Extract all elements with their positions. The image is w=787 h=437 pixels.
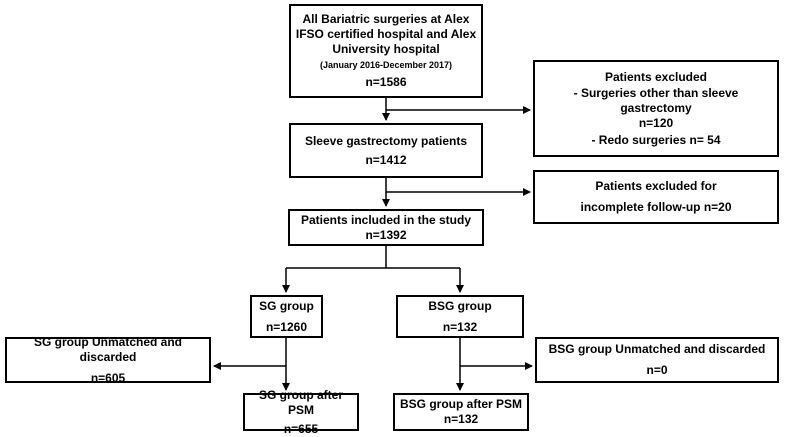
bsg-group-box: BSG group n=132 [396,295,524,338]
bsg-psm-count: n=132 [443,412,479,426]
sleeve-box: Sleeve gastrectomy patients n=1412 [289,123,483,178]
bsg-group-title: BSG group [428,298,492,313]
bsg-psm-box: BSG group after PSM n=132 [393,393,529,431]
sg-psm-count: n=655 [283,421,319,436]
sg-psm-title: SG group after PSM [258,387,343,417]
sg-group-count: n=1260 [265,319,308,334]
sg-unmatched-count: n=605 [90,370,126,385]
included-box: Patients included in the study n=1392 [288,209,484,246]
excluded-line-1: - Surgeries other than sleeve gastrectom… [573,86,739,115]
excluded-box: Patients excluded - Surgeries other than… [533,60,779,157]
excluded-line-1-count: n=120 [638,116,674,130]
sg-unmatched-title: SG group Unmatched and discarded [33,334,182,364]
all-surgeries-period: (January 2016-December 2017) [319,60,453,71]
bsg-unmatched-title: BSG group Unmatched and discarded [548,342,766,356]
sleeve-title: Sleeve gastrectomy patients [304,133,468,148]
bsg-unmatched-box: BSG group Unmatched and discarded n=0 [535,337,779,383]
sg-psm-box: SG group after PSM n=655 [243,388,359,436]
excluded-followup-line-2: incomplete follow-up n=20 [580,200,732,214]
all-surgeries-line-1: All Bariatric surgeries at Alex [302,12,470,27]
excluded-title: Patients excluded [604,69,708,84]
all-surgeries-line-2: IFSO certified hospital and Alex [295,27,477,42]
bsg-psm-title: BSG group after PSM [399,397,522,411]
sg-unmatched-box: SG group Unmatched and discarded n=605 [5,334,211,385]
excluded-line-1-block: - Surgeries other than sleeve gastrectom… [539,86,773,131]
included-title: Patients included in the study [300,212,472,227]
all-surgeries-box: All Bariatric surgeries at Alex IFSO cer… [289,4,483,98]
all-surgeries-count: n=1586 [365,74,407,89]
excluded-followup-box: Patients excluded for incomplete follow-… [533,170,779,224]
sleeve-count: n=1412 [365,152,407,167]
all-surgeries-line-3: University hospital [332,42,440,57]
sg-group-box: SG group n=1260 [250,295,323,338]
sg-group-title: SG group [259,298,314,313]
bsg-group-count: n=132 [442,319,478,334]
excluded-followup-line-1: Patients excluded for [595,179,717,193]
excluded-line-2: - Redo surgeries n= 54 [591,132,721,147]
bsg-unmatched-count: n=0 [646,363,668,377]
included-count: n=1392 [365,227,407,242]
